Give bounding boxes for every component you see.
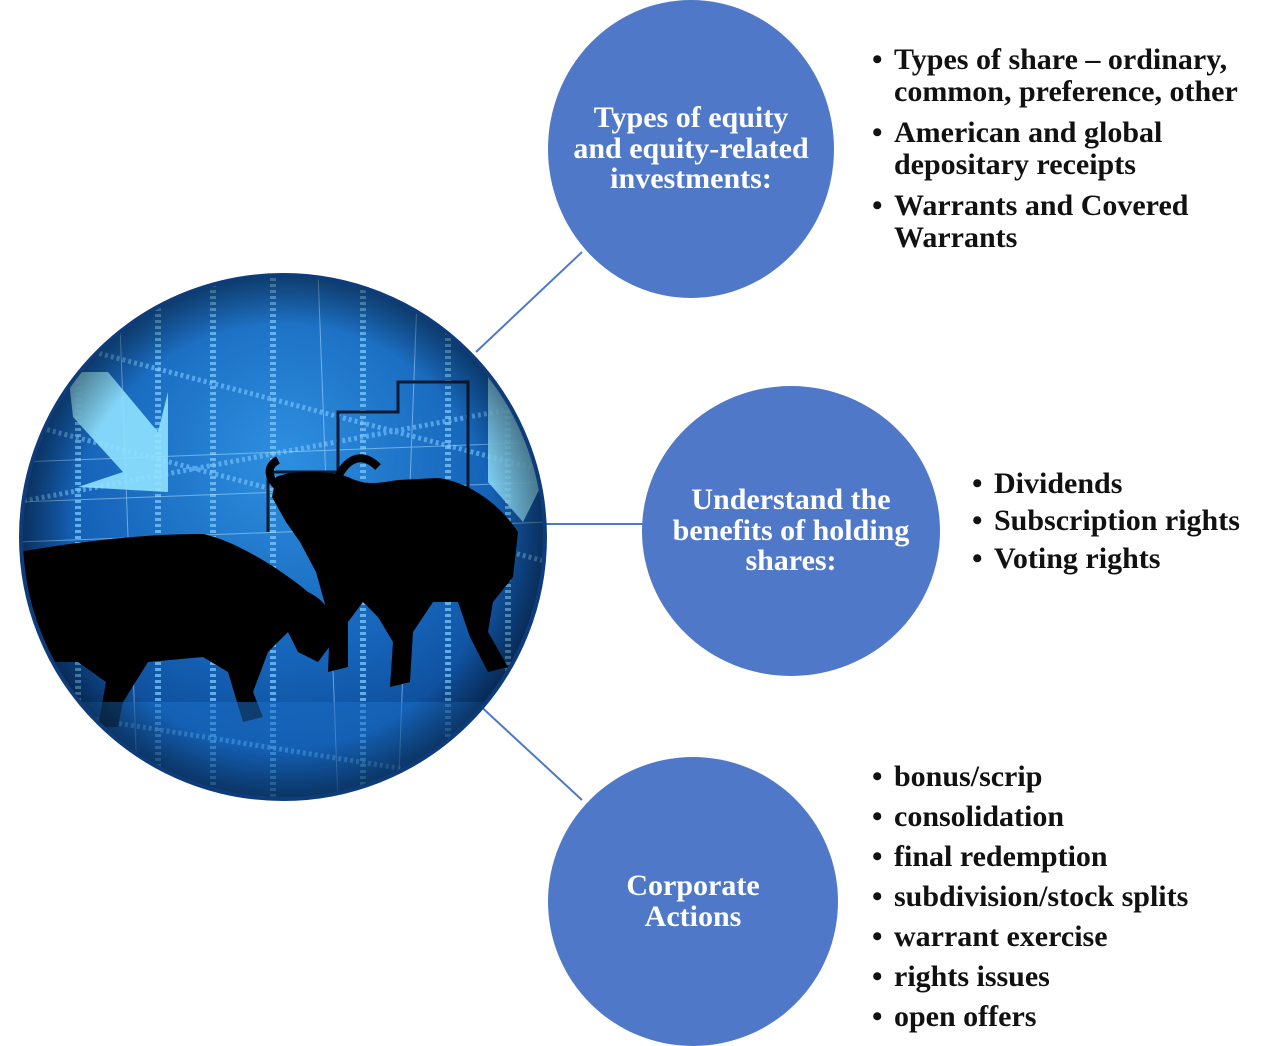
connector-line-3 [475,701,583,801]
list-item: final redemption [870,842,1270,873]
list-item: Subscription rights [970,504,1282,538]
list-item: American and global depositary receipts [870,116,1282,182]
hub-image-bull-bear [18,272,548,802]
equity-types-list: Types of share – ordinary, common, prefe… [870,43,1282,262]
list-item: consolidation [870,802,1270,833]
list-item: Dividends [970,467,1282,501]
corporate-actions-list: bonus/scrip consolidation final redempti… [870,762,1270,1042]
node-corporate-actions: Corporate Actions [548,757,838,1046]
bull-bear-illustration [19,273,547,801]
benefits-list: Dividends Subscription rights Voting rig… [970,467,1282,580]
list-item: rights issues [870,962,1270,993]
node-types-of-equity: Types of equity and equity-related inves… [548,0,834,298]
node-benefits-of-holding-shares: Understand the benefits of holding share… [642,386,940,676]
list-item: Warrants and Covered Warrants [870,189,1282,255]
list-item: bonus/scrip [870,762,1270,793]
node-title: Types of equity and equity-related inves… [573,101,809,196]
list-item: Types of share – ordinary, common, prefe… [870,43,1282,109]
list-item: subdivision/stock splits [870,882,1270,913]
node-title: Understand the benefits of holding share… [672,483,910,578]
list-item: Voting rights [970,542,1282,576]
node-title: Corporate Actions [626,868,760,933]
connector-line-1 [475,251,583,353]
list-item: warrant exercise [870,922,1270,953]
list-item: open offers [870,1002,1270,1033]
